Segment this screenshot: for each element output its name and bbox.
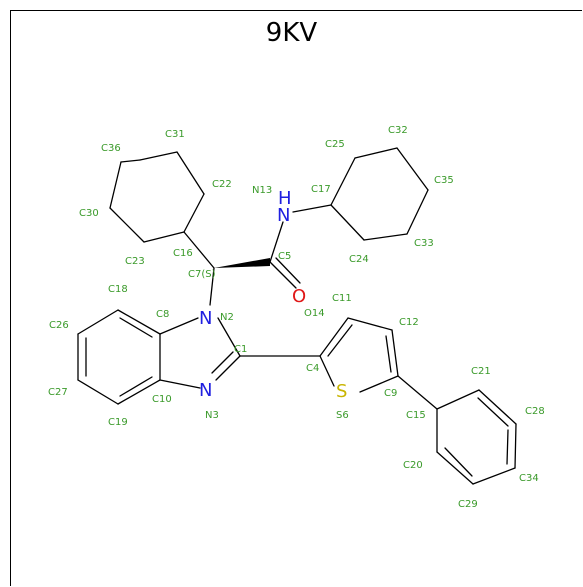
label-c35: C35 bbox=[434, 175, 454, 186]
atom-h-on-n13: H bbox=[278, 188, 292, 209]
label-c34: C34 bbox=[519, 473, 539, 484]
atom-s6: S bbox=[336, 381, 347, 402]
label-c27: C27 bbox=[48, 387, 68, 398]
label-c33: C33 bbox=[414, 238, 434, 249]
label-c31: C31 bbox=[165, 129, 185, 140]
label-c7s: C7(S) bbox=[188, 269, 216, 280]
bonds bbox=[77, 147, 517, 485]
label-c1: C1 bbox=[234, 344, 247, 355]
label-c32: C32 bbox=[388, 125, 408, 136]
label-c19: C19 bbox=[108, 417, 128, 428]
label-n13: N13 bbox=[252, 185, 272, 196]
atom-n13: N bbox=[277, 205, 290, 226]
heteroatom-symbols: N N H N O S bbox=[199, 188, 347, 402]
label-c23: C23 bbox=[125, 256, 145, 267]
label-c22: C22 bbox=[212, 179, 232, 190]
label-c8: C8 bbox=[156, 309, 169, 320]
label-c5: C5 bbox=[278, 251, 291, 262]
label-c30: C30 bbox=[79, 208, 99, 219]
label-c29: C29 bbox=[458, 499, 478, 510]
atom-n1: N bbox=[199, 308, 212, 329]
diagram-title: 9KV bbox=[265, 18, 318, 48]
atom-labels: C31 C36 C22 C30 C16 C23 C7(S) C18 N13 C1… bbox=[48, 125, 545, 510]
atom-n3: N bbox=[199, 380, 212, 401]
label-c36: C36 bbox=[101, 143, 121, 154]
label-o14: O14 bbox=[304, 308, 325, 319]
label-n3: N3 bbox=[205, 410, 219, 421]
label-c20: C20 bbox=[403, 460, 423, 471]
label-n2: N2 bbox=[220, 312, 234, 323]
label-c25: C25 bbox=[325, 139, 345, 150]
label-c26: C26 bbox=[49, 320, 69, 331]
label-c28: C28 bbox=[525, 406, 545, 417]
label-c21: C21 bbox=[471, 366, 491, 377]
label-c11: C11 bbox=[332, 293, 352, 304]
atom-o14: O bbox=[292, 286, 306, 307]
label-c17: C17 bbox=[311, 184, 331, 195]
label-c18: C18 bbox=[108, 284, 128, 295]
diagram-frame bbox=[10, 10, 582, 586]
label-c15: C15 bbox=[406, 410, 426, 421]
label-c9: C9 bbox=[384, 388, 397, 399]
stereo-wedge-bond bbox=[214, 258, 270, 268]
label-c12: C12 bbox=[399, 317, 419, 328]
label-c16: C16 bbox=[173, 248, 193, 259]
label-c24: C24 bbox=[349, 254, 369, 265]
label-s6: S6 bbox=[336, 410, 349, 421]
label-c4: C4 bbox=[306, 363, 319, 374]
label-c10: C10 bbox=[152, 394, 172, 405]
